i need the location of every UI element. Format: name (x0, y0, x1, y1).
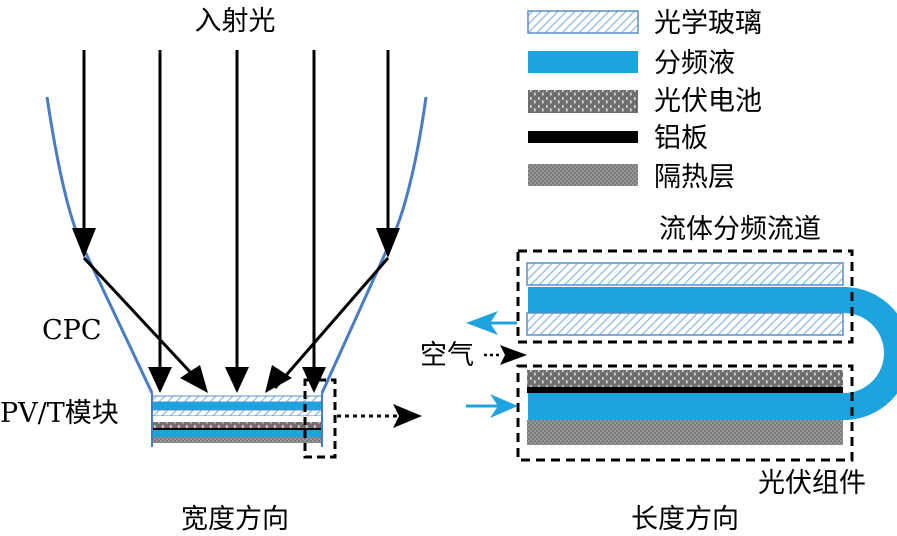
fluid-u-turn (844, 287, 897, 420)
arrowhead-icon (265, 365, 292, 393)
detail-callout-box (303, 378, 337, 459)
legend-item-fluid: 分频液 (528, 48, 735, 79)
legend-item-aluminum-plate: 铝板 (528, 123, 708, 154)
svg-text:铝板: 铝板 (654, 123, 708, 154)
upper-glass-top (526, 262, 844, 286)
arrowhead-icon (376, 228, 400, 258)
svg-text:分频液: 分频液 (654, 48, 735, 79)
cpc-right-curve (320, 96, 428, 394)
arrowhead-icon (148, 367, 172, 393)
legend-item-insulation: 隔热层 (528, 162, 735, 193)
pv-assembly-label: 光伏组件 (758, 468, 866, 499)
ray-5-reflected (273, 257, 390, 389)
pv-cell-layer (527, 370, 843, 387)
pv-assembly-box (516, 364, 854, 462)
cpc-label: CPC (42, 315, 101, 346)
pvt-module-label: PV/T模块 (0, 398, 119, 429)
upper-glass-bottom (526, 312, 844, 336)
cpc-left-curve (45, 96, 154, 394)
legend-item-glass: 光学玻璃 (527, 8, 762, 39)
arrowhead-icon (393, 404, 422, 428)
lower-fluid-layer (528, 393, 848, 420)
incident-light-label: 入射光 (195, 6, 276, 37)
aluminum-plate-layer (527, 387, 843, 393)
svg-text:光学玻璃: 光学玻璃 (654, 8, 762, 39)
arrowhead-icon (500, 345, 527, 365)
ray-1-reflected (82, 256, 207, 390)
insulation-layer (527, 420, 843, 445)
arrowhead-icon (490, 394, 518, 418)
incident-rays (82, 50, 390, 390)
legend: 光学玻璃 分频液 光伏电池 铝板 隔热层 (527, 8, 762, 193)
legend-item-pv-cell: 光伏电池 (528, 86, 762, 117)
arrowhead-icon (302, 367, 326, 393)
arrowhead-icon (225, 367, 249, 393)
fluid-channel-box (516, 249, 854, 344)
upper-fluid-layer (528, 287, 848, 313)
arrowhead-icon (180, 365, 208, 393)
ray-arrowheads (72, 228, 400, 393)
svg-text:光伏电池: 光伏电池 (654, 86, 762, 117)
svg-text:隔热层: 隔热层 (654, 162, 735, 193)
length-direction-label: 长度方向 (631, 504, 739, 535)
arrowhead-icon (72, 228, 96, 258)
air-label: 空气 (420, 340, 474, 371)
pvt-module-cross-section (151, 393, 323, 447)
fluid-channel-label: 流体分频流道 (659, 214, 821, 245)
width-direction-label: 宽度方向 (181, 504, 289, 535)
arrowhead-icon (466, 311, 498, 335)
